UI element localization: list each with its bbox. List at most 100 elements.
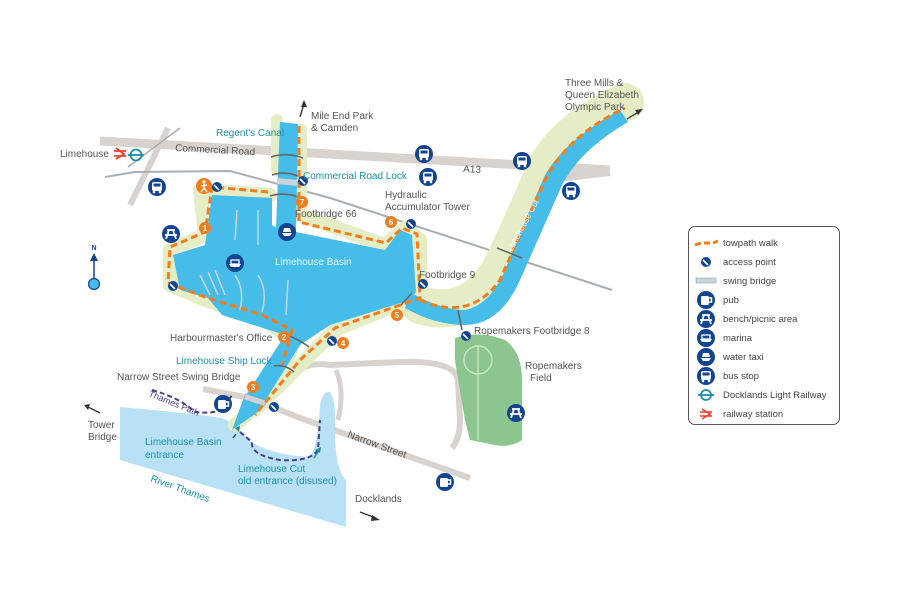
three-mills-label-2: Queen Elizabeth [565, 90, 639, 101]
water-taxi-icon[interactable] [278, 223, 296, 241]
ropemakers-footbridge-8 [457, 309, 463, 331]
bus-stop-icon[interactable] [419, 168, 437, 186]
legend-item-dlr: Docklands Light Railway [689, 386, 827, 404]
map-legend: towpath walk access point swing bridge p… [688, 226, 840, 425]
legend-item-picnic: bench/picnic area [689, 310, 797, 328]
access-point-icon[interactable] [326, 335, 338, 347]
legend-item-access: access point [689, 253, 776, 271]
legend-label: bench/picnic area [723, 313, 798, 325]
narrow-street-swing-label: Narrow Street Swing Bridge [117, 372, 241, 383]
pub-icon[interactable] [435, 472, 455, 492]
waypoint-1[interactable]: 1 [199, 222, 211, 234]
a13-label: A13 [463, 164, 482, 176]
ropemakers-footbridge-label: Ropemakers Footbridge 8 [474, 326, 590, 337]
access-point-icon[interactable] [268, 401, 280, 413]
access-point-icon [689, 256, 723, 268]
north-arrow: N [87, 245, 101, 291]
waypoint-label: 6 [389, 218, 394, 227]
pontoons [199, 209, 289, 316]
waypoint-label: 5 [395, 311, 400, 320]
ship-lock-gate [273, 364, 295, 373]
access-point-icon[interactable] [211, 181, 223, 193]
ropemakers-field-label: Ropemakers [525, 361, 582, 372]
harbourmaster-label: Harbourmaster's Office [170, 333, 273, 344]
legend-item-bus: bus stop [689, 367, 759, 385]
pub-icon[interactable] [213, 394, 233, 414]
bench-picnic-icon [689, 310, 723, 328]
dlr-roundel-icon [689, 388, 723, 402]
waypoint-5[interactable]: 5 [391, 309, 403, 321]
footbridge-9-label: Footbridge 9 [419, 270, 476, 281]
waypoint-7[interactable]: 7 [296, 196, 308, 208]
legend-label: water taxi [723, 351, 764, 363]
footbridge-66-label: Footbridge 66 [295, 209, 357, 220]
cut-entrance-label: Limehouse Cut [238, 464, 305, 475]
waypoint-6[interactable]: 6 [385, 216, 397, 228]
dlr-line [104, 169, 613, 291]
commercial-road-lock-label: Commercial Road Lock [303, 171, 408, 182]
towpath-dash-icon [689, 239, 723, 247]
bus-stop-icon[interactable] [415, 145, 433, 163]
north-label: N [91, 245, 96, 252]
legend-label: railway station [723, 408, 784, 420]
limehouse-basin-label: Limehouse Basin [275, 257, 352, 268]
limehouse-cut [405, 110, 628, 325]
commercial-road-bridge [270, 153, 304, 159]
pub-icon [689, 291, 723, 309]
legend-label: marina [723, 332, 753, 344]
ropemakers-field-label-2: Field [530, 373, 552, 384]
towpath-walk [166, 106, 626, 416]
three-mills-label-3: Olympic Park [565, 102, 625, 113]
legend-label: access point [723, 256, 776, 268]
legend-label: towpath walk [723, 237, 778, 249]
direction-arrows [84, 100, 643, 521]
docklands-label: Docklands [355, 494, 402, 505]
tower-bridge-label-2: Bridge [88, 432, 117, 443]
dlr-roundel-icon [128, 148, 144, 162]
narrow-street-label: Narrow Street [346, 429, 408, 461]
waypoint-4[interactable]: 4 [337, 337, 349, 349]
ropemakers-field [455, 334, 522, 446]
legend-label: bus stop [723, 370, 759, 382]
three-mills-label: Three Mills & [565, 78, 624, 89]
waypoint-3[interactable]: 3 [247, 381, 259, 393]
access-point-icon[interactable] [405, 218, 417, 230]
bench-picnic-icon[interactable] [506, 403, 526, 423]
waypoint-label: 4 [341, 339, 346, 348]
mile-end-label-2: & Camden [311, 123, 358, 134]
regents-canal-label: Regent's Canal [216, 128, 284, 139]
national-rail-icon [689, 408, 723, 420]
loop-road [280, 358, 464, 450]
ship-lock-label: Limehouse Ship Lock [176, 356, 273, 367]
legend-label: swing bridge [723, 275, 777, 287]
mile-end-label: Mile End Park [311, 111, 374, 122]
river-thames [120, 391, 346, 527]
legend-item-water-taxi: water taxi [689, 348, 764, 366]
swing-bridge-icon [689, 277, 723, 285]
legend-item-pub: pub [689, 291, 739, 309]
walk-icon [196, 178, 212, 194]
bus-stop-icon[interactable] [513, 152, 531, 170]
legend-item-marina: marina [689, 329, 752, 347]
bench-picnic-icon[interactable] [161, 224, 181, 244]
waypoint-2[interactable]: 2 [278, 331, 290, 343]
bus-stop-icon[interactable] [148, 178, 166, 196]
limehouse-station-label: Limehouse [60, 149, 109, 160]
thames-path [151, 389, 321, 462]
waypoint-label: 1 [203, 224, 208, 233]
tower-bridge-label: Tower [88, 420, 115, 431]
waypoints: 1 2 3 4 5 6 7 [199, 196, 403, 393]
legend-label: pub [723, 294, 739, 306]
waypoint-label: 3 [251, 383, 256, 392]
marina-icon[interactable] [225, 253, 245, 273]
basin-entrance-label: Limehouse Basin [145, 437, 222, 448]
access-point-icon[interactable] [167, 280, 179, 292]
limehouse-basin [173, 195, 416, 430]
access-point-icon[interactable] [460, 330, 472, 342]
water-taxi-icon [689, 348, 723, 366]
waypoint-label: 2 [282, 333, 287, 342]
legend-label: Docklands Light Railway [723, 389, 827, 401]
hydraulic-tower-label-2: Accumulator Tower [385, 202, 471, 213]
bus-stop-icon[interactable] [562, 182, 580, 200]
